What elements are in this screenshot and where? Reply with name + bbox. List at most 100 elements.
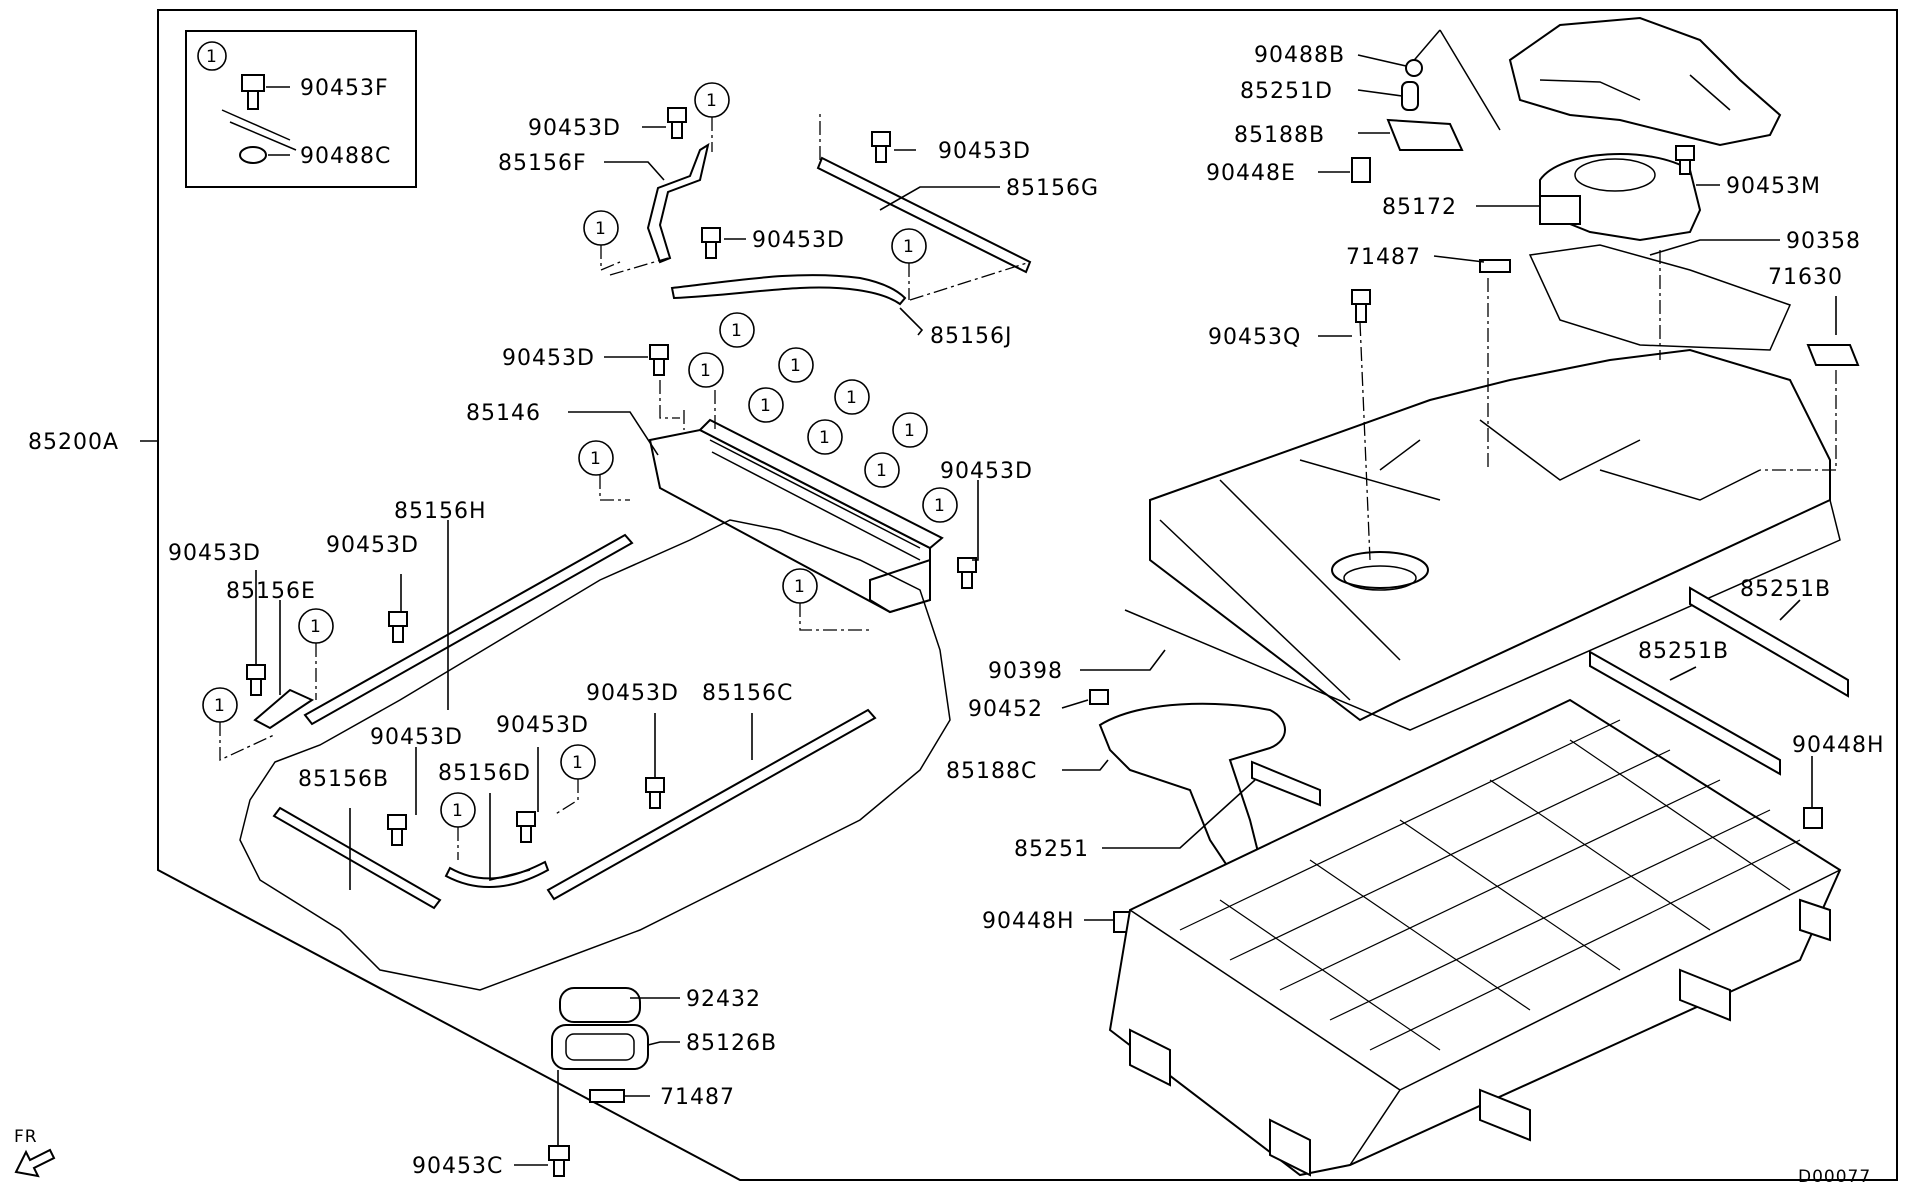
- bracket-85156B: [272, 806, 442, 910]
- label-90453D: 90453D: [168, 541, 261, 566]
- bracket-85156D: [444, 860, 550, 889]
- bracket-85156C: [546, 708, 877, 901]
- legend-box: 1 90453F 90488C: [185, 30, 417, 188]
- label-90453D: 90453D: [752, 228, 845, 253]
- duct-cover: [1508, 16, 1782, 147]
- label-85156E: 85156E: [226, 579, 316, 604]
- label-85251: 85251: [1014, 837, 1089, 862]
- bracket-85156G: [816, 156, 1032, 274]
- bar-85251B-upper: [1689, 586, 1849, 698]
- label-85251B: 85251B: [1638, 639, 1729, 664]
- label-85156G: 85156G: [1006, 176, 1099, 201]
- label-85251B: 85251B: [1740, 577, 1831, 602]
- label-85156D: 85156D: [438, 761, 531, 786]
- front-direction-indicator: FR: [14, 1127, 56, 1178]
- label-85200A: 85200A: [28, 430, 119, 455]
- callout-marker: 1: [794, 577, 806, 597]
- callout-marker: 1: [903, 237, 915, 257]
- leaders-left: [255, 126, 1000, 1166]
- label-90448H: 90448H: [982, 909, 1075, 934]
- label-90453M: 90453M: [1726, 174, 1821, 199]
- label-71487: 71487: [660, 1085, 735, 1110]
- label-90448H: 90448H: [1792, 733, 1885, 758]
- bolt-90452-icon: [1089, 689, 1109, 705]
- callout-marker: 1: [819, 428, 831, 448]
- label-90448E: 90448E: [1206, 161, 1296, 186]
- callout-marker: 1: [214, 696, 226, 716]
- bolt-90453Q-icon: [1351, 289, 1371, 305]
- callout-marker: 1: [572, 753, 584, 773]
- label-85156F: 85156F: [498, 151, 587, 176]
- callout-marker: 1: [706, 91, 718, 111]
- bolt-90453M-icon: [1675, 145, 1695, 161]
- label-90453D: 90453D: [586, 681, 679, 706]
- nut-90448H-right: [1803, 807, 1823, 829]
- legend-bolt: 90453F: [300, 76, 389, 101]
- pad-85251: [1251, 760, 1321, 807]
- label-85146: 85146: [466, 401, 541, 426]
- legend-washer: 90488C: [300, 144, 391, 169]
- label-90453Q: 90453Q: [1208, 325, 1301, 350]
- label-90453D: 90453D: [940, 459, 1033, 484]
- bracket-85188B: [1386, 118, 1464, 151]
- callout-marker: 1: [846, 388, 858, 408]
- label-85251D: 85251D: [1240, 79, 1333, 104]
- label-90453D: 90453D: [496, 713, 589, 738]
- label-sticker-71487-top: [1479, 259, 1511, 273]
- bolt-icons: [246, 107, 977, 846]
- callout-marker: 1: [310, 617, 322, 637]
- arrow-icon: [14, 1148, 56, 1178]
- label-85188B: 85188B: [1234, 123, 1325, 148]
- label-85156H: 85156H: [394, 499, 487, 524]
- callout-marker: 1: [700, 361, 712, 381]
- label-85188C: 85188C: [946, 759, 1037, 784]
- label-90453C: 90453C: [412, 1154, 503, 1179]
- washer-icon: [239, 146, 267, 164]
- callout-marker: 1: [934, 496, 946, 516]
- callout-marker: 1: [760, 396, 772, 416]
- plate-85126B: [551, 1024, 649, 1070]
- callout-markers: 1 1 1 1 1 1 1 1 1 1 1 1 1 1 1 1 1 1: [202, 82, 958, 828]
- label-85156J: 85156J: [930, 324, 1012, 349]
- label-90452: 90452: [968, 697, 1043, 722]
- label-90358: 90358: [1786, 229, 1861, 254]
- label-90453D: 90453D: [528, 116, 621, 141]
- label-90398: 90398: [988, 659, 1063, 684]
- label-90453D: 90453D: [370, 725, 463, 750]
- cover-port: [1331, 551, 1429, 589]
- callout-marker: 1: [876, 461, 888, 481]
- plate-85251D: [1401, 81, 1419, 111]
- bar-85251B-lower: [1589, 650, 1781, 776]
- label-92432: 92432: [686, 987, 761, 1012]
- label-90453D: 90453D: [502, 346, 595, 371]
- callout-marker: 1: [790, 356, 802, 376]
- callout-marker: 1: [904, 421, 916, 441]
- bolt-90453C-icon: [548, 1145, 570, 1161]
- gasket-92432: [559, 987, 641, 1023]
- nut-90448E: [1351, 157, 1371, 183]
- frame-outline: [239, 519, 951, 991]
- callout-marker: 1: [595, 219, 607, 239]
- upper-cover: [1149, 348, 1831, 722]
- label-71487: 71487: [1346, 245, 1421, 270]
- bracket-85156F: [646, 142, 710, 264]
- gasket-90398: [1124, 499, 1841, 731]
- label-sticker-71630: [1806, 344, 1860, 366]
- bracket-85156E: [253, 688, 315, 730]
- callout-marker: 1: [731, 321, 743, 341]
- callout-marker: 1: [590, 449, 602, 469]
- label-90453D: 90453D: [326, 533, 419, 558]
- label-sticker-71487-bottom: [589, 1089, 625, 1103]
- nut-90488B: [1405, 59, 1423, 77]
- bracket-85156H: [303, 533, 634, 726]
- battery-tray: [1108, 698, 1842, 1177]
- label-85156C: 85156C: [702, 681, 793, 706]
- drawing-number: D00077: [1798, 1167, 1871, 1187]
- bracket-85156J: [670, 274, 907, 306]
- front-label: FR: [14, 1127, 38, 1147]
- assembly-outline: [157, 9, 1898, 1181]
- leaders-right: [1061, 54, 1837, 921]
- label-71630: 71630: [1768, 265, 1843, 290]
- label-90453D: 90453D: [938, 139, 1031, 164]
